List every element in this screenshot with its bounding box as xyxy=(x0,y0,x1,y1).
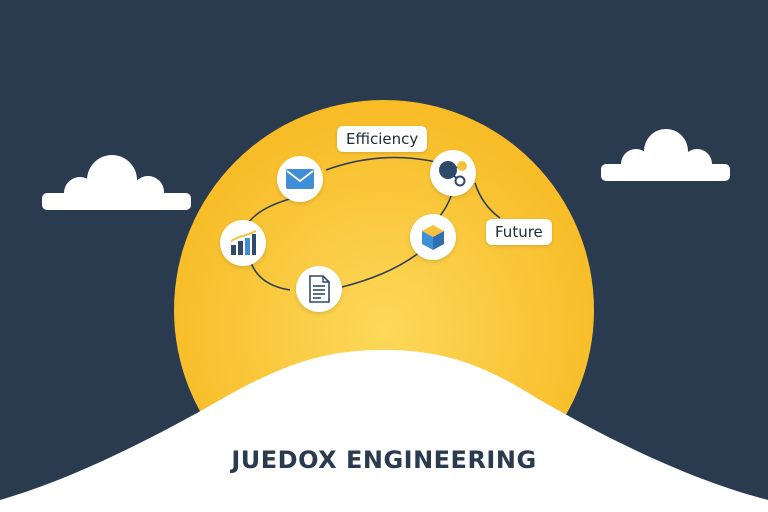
hill xyxy=(0,350,768,512)
chart-node xyxy=(220,220,266,266)
envelope-node xyxy=(277,156,323,202)
cube-node xyxy=(410,214,456,260)
brand-title: JUEDOX ENGINEERING xyxy=(231,446,537,474)
future-label: Future xyxy=(486,219,552,245)
bar-chart-icon xyxy=(230,230,257,255)
document-node xyxy=(296,266,342,312)
efficiency-label: Efficiency xyxy=(337,126,428,152)
cloud-icon-left xyxy=(42,155,191,210)
document-icon xyxy=(309,275,330,303)
network-nodes-icon xyxy=(439,161,467,187)
cube-icon xyxy=(422,225,444,250)
network-node xyxy=(430,150,476,196)
cloud-icon-right xyxy=(601,129,730,181)
envelope-icon xyxy=(286,169,314,189)
